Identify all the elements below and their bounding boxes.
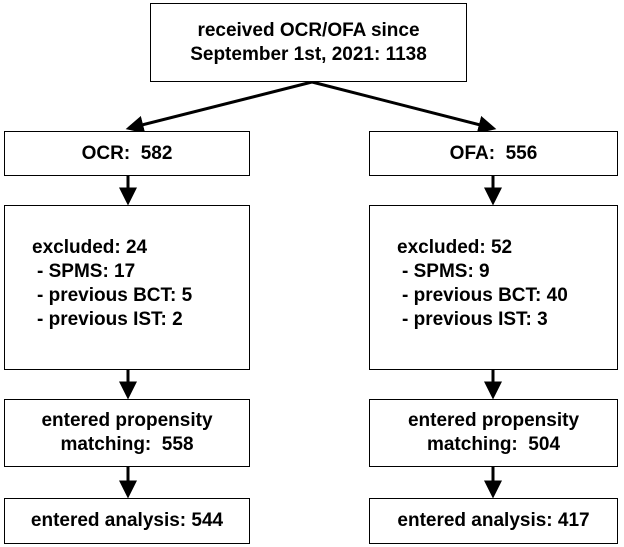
ocr-excluded-bct: - previous BCT: 5 <box>37 285 193 306</box>
ofa-excluded-spms: - SPMS: 9 <box>402 261 490 282</box>
ocr-count-label: OCR: 582 <box>81 142 173 164</box>
ofa-analysis-label: entered analysis: 417 <box>397 510 590 531</box>
ocr-excluded-box: excluded: 24 - SPMS: 17 - previous BCT: … <box>4 205 250 370</box>
total-received-box: received OCR/OFA since September 1st, 20… <box>150 3 467 82</box>
ocr-matching-line2: matching: 558 <box>60 434 194 455</box>
ofa-analysis-box: entered analysis: 417 <box>369 498 618 544</box>
total-received-line1: received OCR/OFA since <box>197 19 420 41</box>
ofa-excluded-total: excluded: 52 <box>397 237 513 258</box>
ofa-excluded-box: excluded: 52 - SPMS: 9 - previous BCT: 4… <box>369 205 618 370</box>
total-received-line2: September 1st, 2021: 1138 <box>190 43 427 65</box>
ofa-matching-line2: matching: 504 <box>426 434 561 455</box>
ofa-excluded-ist: - previous IST: 3 <box>402 309 548 330</box>
ofa-excluded-bct: - previous BCT: 40 <box>402 285 568 306</box>
ofa-count-box: OFA: 556 <box>369 131 618 176</box>
ofa-matching-line1: entered propensity <box>407 410 580 431</box>
ocr-excluded-ist: - previous IST: 2 <box>37 309 183 330</box>
ocr-count-box: OCR: 582 <box>4 131 250 176</box>
arrow-top-to-ofa <box>311 80 497 134</box>
arrow-top-to-ocr <box>125 80 313 134</box>
ofa-matching-box: entered propensity matching: 504 <box>369 399 618 467</box>
ocr-analysis-box: entered analysis: 544 <box>4 498 250 544</box>
ocr-excluded-total: excluded: 24 <box>32 237 148 258</box>
ocr-matching-box: entered propensity matching: 558 <box>4 399 250 467</box>
ocr-matching-line1: entered propensity <box>41 410 213 431</box>
ocr-excluded-spms: - SPMS: 17 <box>37 261 136 282</box>
ocr-analysis-label: entered analysis: 544 <box>30 510 224 531</box>
ofa-count-label: OFA: 556 <box>449 142 538 164</box>
